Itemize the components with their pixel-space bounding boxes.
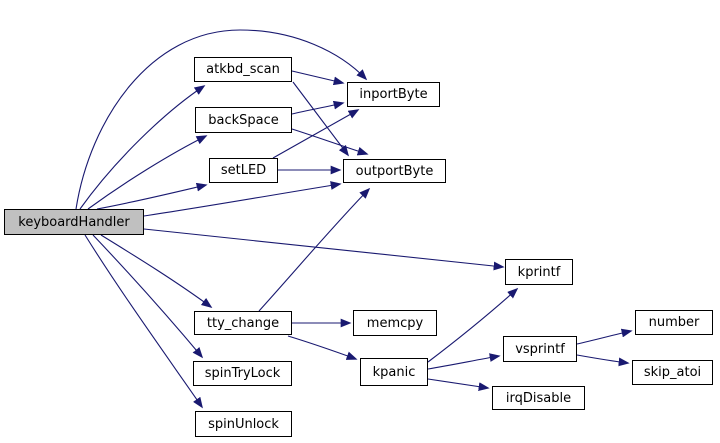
edge-keyboardHandler-to-atkbd_scan (79, 85, 206, 210)
edge-keyboardHandler-to-backSpace (87, 135, 208, 210)
node-keyboardHandler[interactable]: keyboardHandler (4, 209, 144, 235)
node-tty_change[interactable]: tty_change (194, 311, 292, 335)
node-kpanic[interactable]: kpanic (360, 358, 428, 386)
node-setLED[interactable]: setLED (209, 158, 278, 183)
edge-backSpace-to-outportByte (291, 128, 369, 156)
edge-keyboardHandler-to-inportByte (75, 29, 368, 210)
edge-atkbd_scan-to-outportByte (292, 81, 349, 157)
edge-backSpace-to-inportByte (291, 100, 345, 115)
node-number[interactable]: number (635, 310, 713, 335)
edge-tty_change-to-kpanic (287, 335, 358, 360)
edge-keyboardHandler-to-spinTryLock (92, 234, 204, 359)
edge-keyboardHandler-to-outportByte (143, 181, 342, 217)
edge-kpanic-to-kprintf (427, 287, 519, 363)
edge-setLED-to-inportByte (272, 109, 360, 159)
node-spinUnlock[interactable]: spinUnlock (195, 411, 292, 437)
edge-vsprintf-to-number (576, 328, 633, 345)
edge-keyboardHandler-to-setLED (96, 182, 208, 210)
node-vsprintf[interactable]: vsprintf (503, 336, 577, 362)
node-outportByte[interactable]: outportByte (343, 159, 446, 183)
edge-vsprintf-to-skip_atoi (576, 354, 630, 367)
node-memcpy[interactable]: memcpy (353, 310, 437, 336)
node-backSpace[interactable]: backSpace (195, 107, 292, 133)
node-atkbd_scan[interactable]: atkbd_scan (194, 57, 292, 82)
node-skip_atoi[interactable]: skip_atoi (632, 360, 713, 385)
edge-atkbd_scan-to-inportByte (291, 70, 345, 86)
node-irqDisable[interactable]: irqDisable (492, 386, 585, 410)
edge-keyboardHandler-to-tty_change (100, 234, 213, 308)
node-inportByte[interactable]: inportByte (347, 82, 440, 107)
edge-kpanic-to-vsprintf (427, 353, 501, 370)
edge-keyboardHandler-to-kprintf (143, 228, 505, 271)
edge-keyboardHandler-to-spinUnlock (84, 234, 203, 409)
node-spinTryLock[interactable]: spinTryLock (193, 361, 292, 386)
edge-kpanic-to-irqDisable (427, 378, 490, 391)
node-kprintf[interactable]: kprintf (505, 259, 573, 285)
edge-tty_change-to-outportByte (258, 187, 371, 312)
